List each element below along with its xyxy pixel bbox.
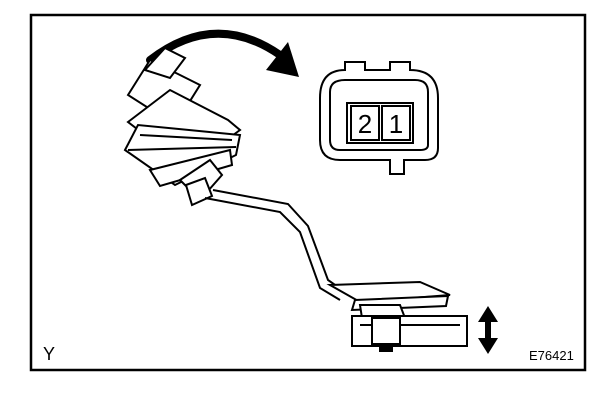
view-letter: Y bbox=[43, 344, 56, 364]
float-gauge bbox=[326, 280, 468, 352]
terminal-1-label: 1 bbox=[389, 109, 403, 139]
diagram-frame bbox=[29, 13, 587, 372]
double-vertical-arrow-icon bbox=[478, 306, 498, 354]
sensor-housing bbox=[123, 46, 242, 207]
terminal-2-label: 2 bbox=[358, 109, 372, 139]
connector-face bbox=[319, 61, 439, 175]
illustration-code: E76421 bbox=[529, 348, 574, 363]
